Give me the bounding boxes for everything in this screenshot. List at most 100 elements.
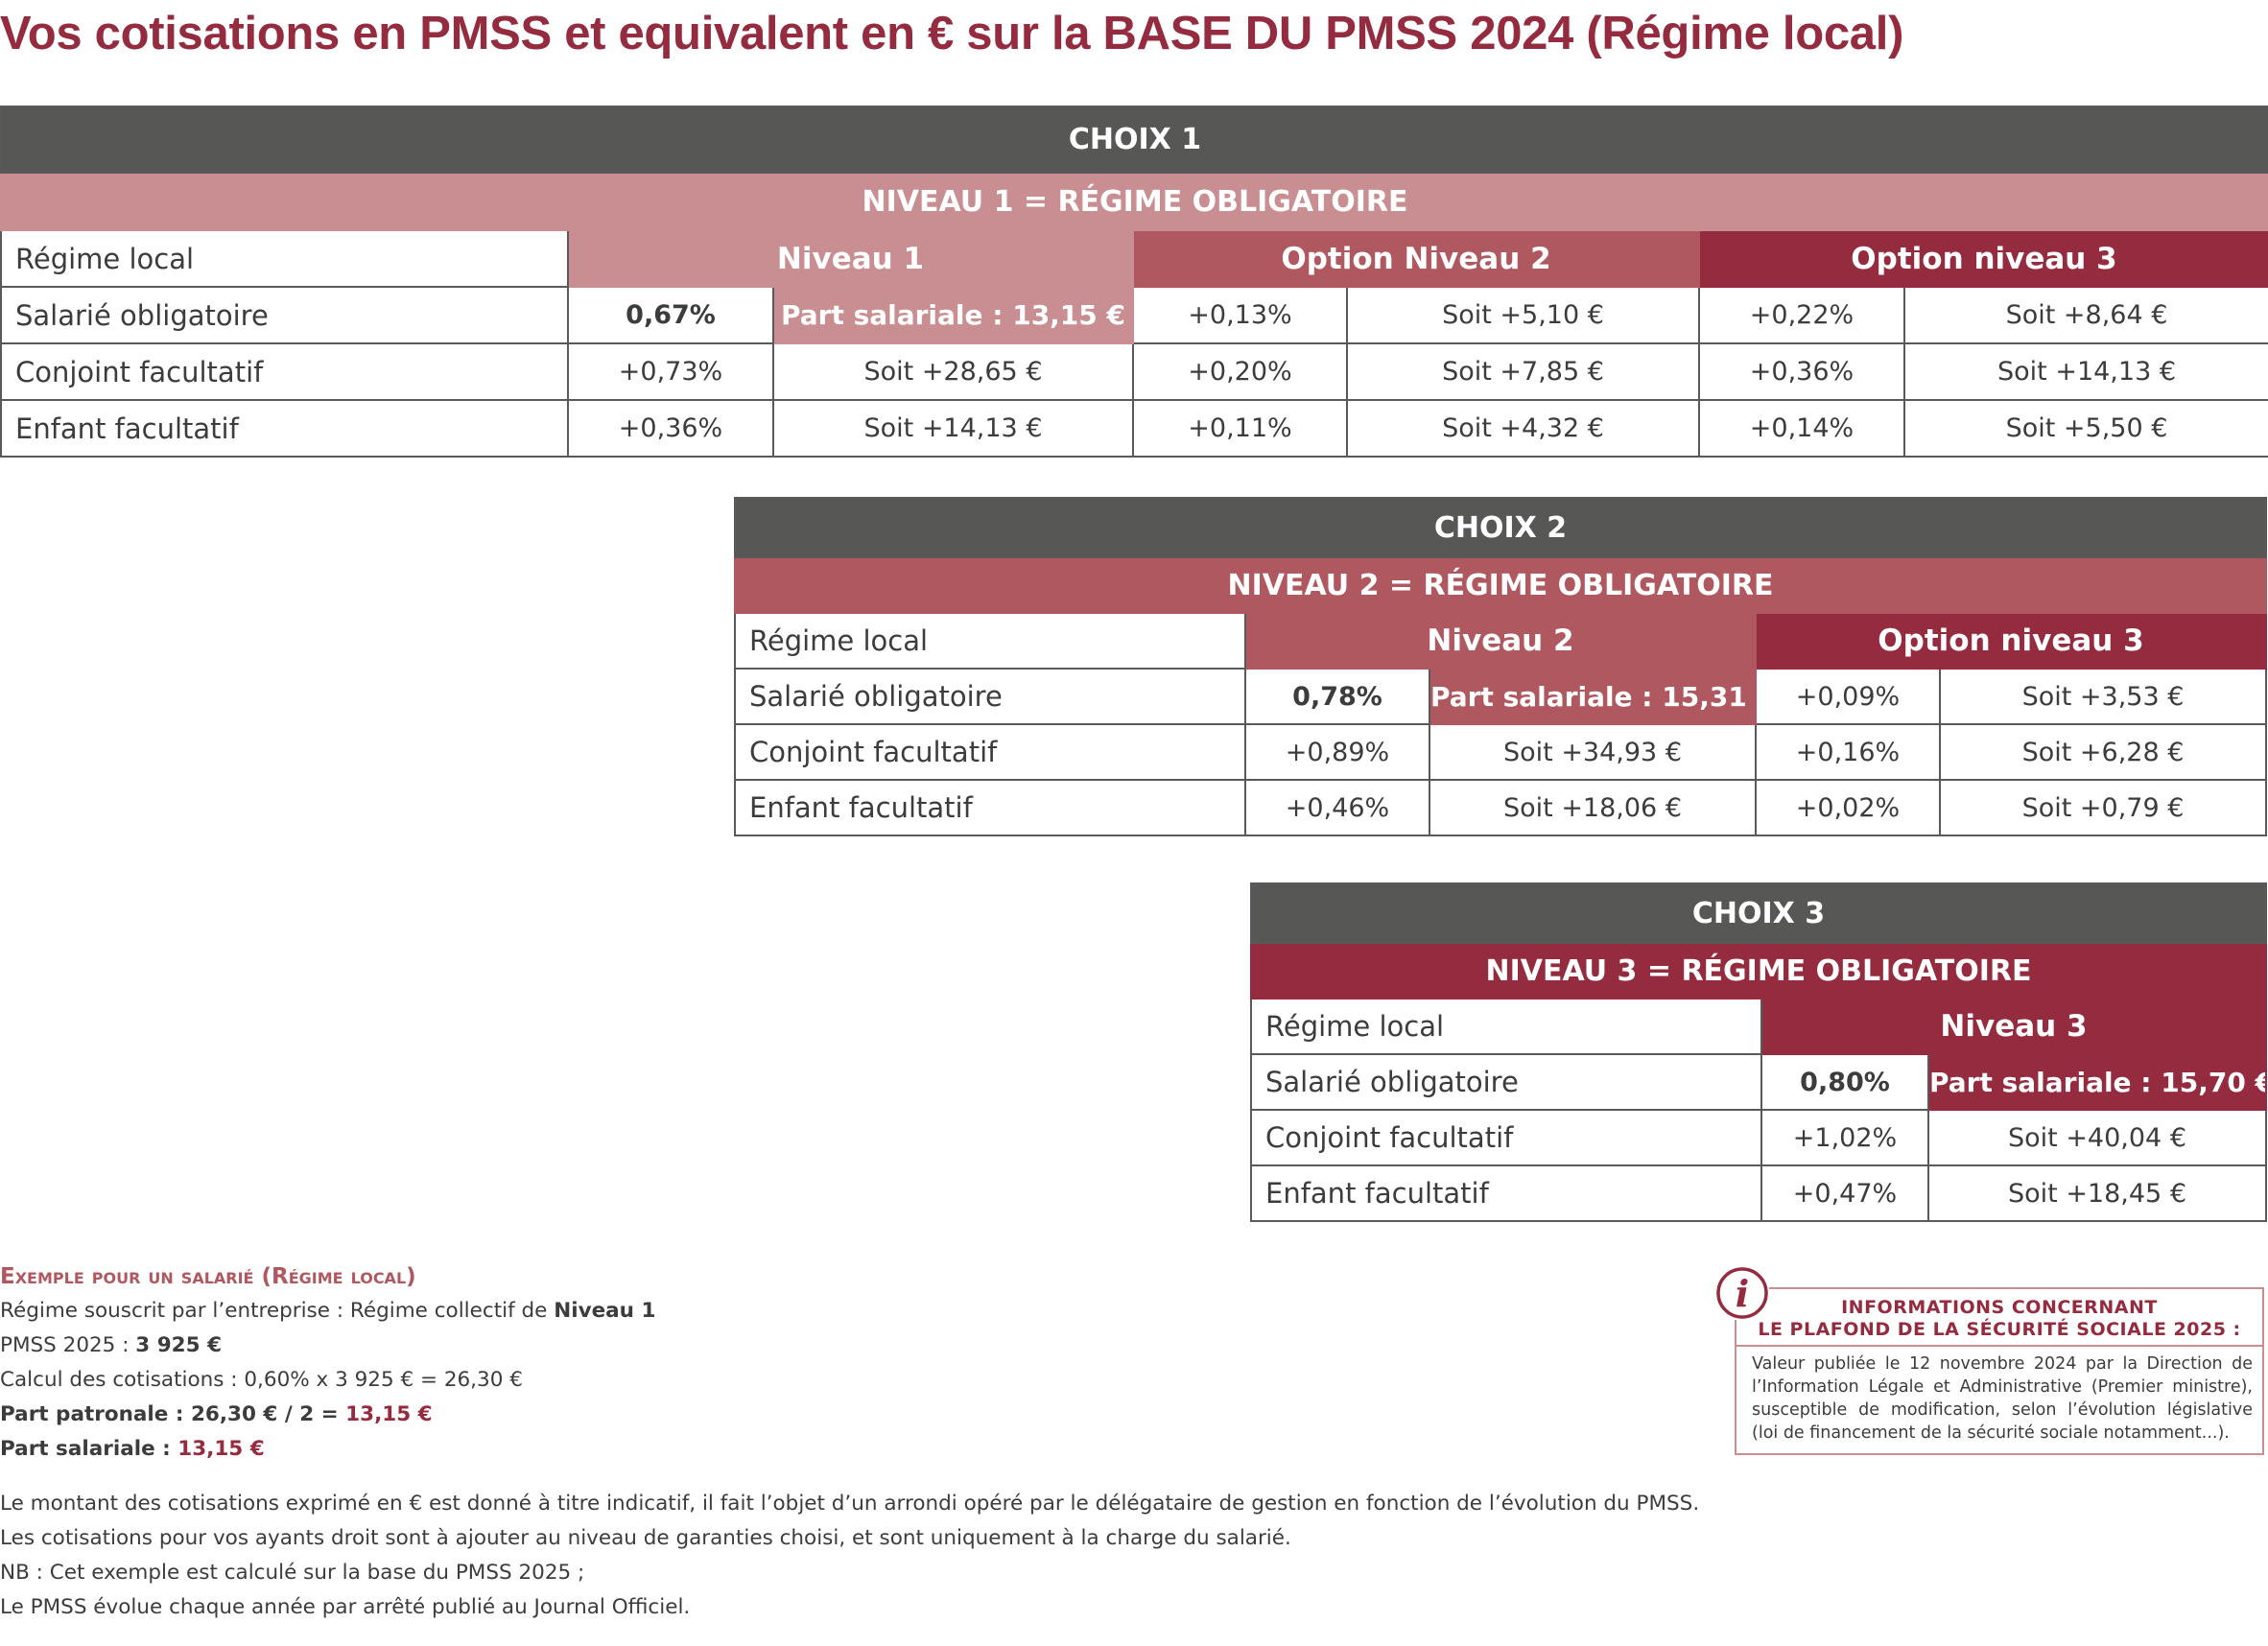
- info-icon-glyph: i: [1736, 1272, 1749, 1315]
- cell-value: +0,13%: [1132, 286, 1348, 344]
- choix1-col-option-niveau2: Option Niveau 2: [1132, 229, 1700, 288]
- cell-value: +0,11%: [1132, 399, 1348, 458]
- cell-value: +0,73%: [567, 342, 774, 401]
- example-bold: 3 925 €: [135, 1333, 223, 1357]
- cell-value: 0,67%: [567, 286, 774, 344]
- cell-value: Soit +18,45 €: [1927, 1164, 2267, 1222]
- example-bold: Part salariale :: [0, 1437, 178, 1461]
- row-label: Enfant facultatif: [1250, 1164, 1762, 1222]
- cell-value: +0,22%: [1698, 286, 1905, 344]
- row-label: Salarié obligatoire: [1250, 1053, 1762, 1111]
- example-line: Régime souscrit par l’entreprise : Régim…: [0, 1294, 1055, 1329]
- example-bold: Part patronale : 26,30 € / 2 =: [0, 1402, 346, 1426]
- choix2-regime-label: Régime local: [734, 612, 1246, 670]
- cell-value: +0,36%: [1698, 342, 1905, 401]
- example-text: Régime souscrit par l’entreprise : Régim…: [0, 1299, 555, 1323]
- part-salariale-cell: Part salariale : 15,70 €: [1927, 1053, 2267, 1111]
- table-row: Enfant facultatif +0,47% Soit +18,45 €: [1250, 1164, 2267, 1222]
- row-label: Salarié obligatoire: [734, 668, 1246, 725]
- example-line: Part patronale : 26,30 € / 2 = 13,15 €: [0, 1398, 1055, 1432]
- cell-value: Soit +6,28 €: [1938, 723, 2268, 781]
- cell-value: Soit +14,13 €: [1902, 342, 2268, 401]
- cell-value: +0,20%: [1132, 342, 1348, 401]
- cell-value: 0,80%: [1760, 1053, 1929, 1111]
- info-title-line: INFORMATIONS CONCERNANT: [1841, 1297, 2158, 1318]
- cell-value: Soit +0,79 €: [1938, 779, 2268, 836]
- table-row: Salarié obligatoire 0,78% Part salariale…: [734, 668, 2268, 725]
- example-accent: 13,15 €: [345, 1402, 433, 1426]
- choix3-header: CHOIX 3: [1250, 882, 2267, 944]
- choix2-band: NIVEAU 2 = RÉGIME OBLIGATOIRE: [733, 556, 2268, 614]
- cell-value: Soit +7,85 €: [1346, 342, 1700, 401]
- row-label: Salarié obligatoire: [0, 286, 569, 344]
- table-row: Enfant facultatif +0,36% Soit +14,13 € +…: [0, 399, 2268, 458]
- row-label: Conjoint facultatif: [734, 723, 1246, 781]
- part-salariale-cell: Part salariale : 15,31 €: [1429, 668, 1757, 725]
- row-label: Conjoint facultatif: [1250, 1109, 1762, 1166]
- cell-value: +0,16%: [1755, 723, 1941, 781]
- info-title: INFORMATIONS CONCERNANT LE PLAFOND DE LA…: [1746, 1297, 2253, 1341]
- example-bold: Niveau 1: [554, 1299, 656, 1323]
- table-row: Conjoint facultatif +1,02% Soit +40,04 €: [1250, 1109, 2267, 1166]
- cell-value: 0,78%: [1244, 668, 1430, 725]
- example-line: Part salariale : 13,15 €: [0, 1432, 1055, 1467]
- cell-value: Soit +34,93 €: [1429, 723, 1757, 781]
- cell-value: Soit +40,04 €: [1927, 1109, 2267, 1166]
- part-salariale-cell: Part salariale : 13,15 €: [772, 286, 1134, 344]
- example-heading: Exemple pour un salarié (Régime local): [0, 1264, 416, 1289]
- cell-value: Soit +5,50 €: [1902, 399, 2268, 458]
- cell-value: +0,02%: [1755, 779, 1941, 836]
- cell-value: Soit +3,53 €: [1938, 668, 2268, 725]
- choix1-table: CHOIX 1 NIVEAU 1 = RÉGIME OBLIGATOIRE Ré…: [0, 106, 2268, 458]
- table-row: Enfant facultatif +0,46% Soit +18,06 € +…: [734, 779, 2268, 836]
- info-title-line: LE PLAFOND DE LA SÉCURITÉ SOCIALE 2025 :: [1758, 1319, 2241, 1340]
- row-label: Enfant facultatif: [734, 779, 1246, 836]
- choix1-col-option-niveau3: Option niveau 3: [1697, 229, 2268, 288]
- info-divider: [1736, 1345, 2262, 1347]
- row-label: Conjoint facultatif: [0, 342, 569, 401]
- info-icon: i: [1715, 1266, 1769, 1320]
- table-row: Conjoint facultatif +0,73% Soit +28,65 €…: [0, 342, 2268, 401]
- info-text: Valeur publiée le 12 novembre 2024 par l…: [1752, 1354, 2253, 1443]
- example-text: PMSS 2025 :: [0, 1333, 136, 1357]
- cell-value: Soit +14,13 €: [772, 399, 1134, 458]
- cell-value: Soit +4,32 €: [1346, 399, 1700, 458]
- note-line: Le PMSS évolue chaque année par arrêté p…: [0, 1595, 691, 1619]
- choix2-col-niveau2: Niveau 2: [1244, 612, 1757, 670]
- cell-value: +0,09%: [1755, 668, 1941, 725]
- cell-value: Soit +18,06 €: [1429, 779, 1757, 836]
- cell-value: Soit +8,64 €: [1902, 286, 2268, 344]
- notes-section: Le montant des cotisations exprimé en € …: [0, 1487, 1919, 1625]
- note-line: Le montant des cotisations exprimé en € …: [0, 1492, 1700, 1516]
- choix3-band: NIVEAU 3 = RÉGIME OBLIGATOIRE: [1250, 942, 2267, 999]
- choix3-table: CHOIX 3 NIVEAU 3 = RÉGIME OBLIGATOIRE Ré…: [1250, 882, 2267, 1222]
- table-row: Conjoint facultatif +0,89% Soit +34,93 €…: [734, 723, 2268, 781]
- choix3-col-niveau3: Niveau 3: [1760, 998, 2267, 1055]
- cell-value: +0,47%: [1760, 1164, 1929, 1222]
- cell-value: +0,89%: [1244, 723, 1430, 781]
- choix2-header: CHOIX 2: [733, 497, 2268, 558]
- table-row: Salarié obligatoire 0,67% Part salariale…: [0, 286, 2268, 344]
- choix3-regime-label: Régime local: [1250, 998, 1762, 1055]
- cell-value: Soit +5,10 €: [1346, 286, 1700, 344]
- choix2-col-option-niveau3: Option niveau 3: [1754, 612, 2268, 670]
- cell-value: +0,14%: [1698, 399, 1905, 458]
- example-line: Calcul des cotisations : 0,60% x 3 925 €…: [0, 1368, 523, 1392]
- choix1-band: NIVEAU 1 = RÉGIME OBLIGATOIRE: [0, 172, 2268, 231]
- note-line: Les cotisations pour vos ayants droit so…: [0, 1526, 1291, 1550]
- example-accent: 13,15 €: [177, 1437, 265, 1461]
- info-box: i INFORMATIONS CONCERNANT LE PLAFOND DE …: [1715, 1266, 2264, 1455]
- cell-value: Soit +28,65 €: [772, 342, 1134, 401]
- cell-value: +1,02%: [1760, 1109, 1929, 1166]
- table-row: Salarié obligatoire 0,80% Part salariale…: [1250, 1053, 2267, 1111]
- page-title: Vos cotisations en PMSS et equivalent en…: [0, 8, 1904, 59]
- note-line: NB : Cet exemple est calculé sur la base…: [0, 1561, 585, 1585]
- choix2-table: CHOIX 2 NIVEAU 2 = RÉGIME OBLIGATOIRE Ré…: [733, 497, 2268, 836]
- cell-value: +0,46%: [1244, 779, 1430, 836]
- choix1-header: CHOIX 1: [0, 106, 2268, 174]
- choix1-col-niveau1: Niveau 1: [567, 229, 1134, 288]
- example-line: PMSS 2025 : 3 925 €: [0, 1329, 1055, 1363]
- cell-value: +0,36%: [567, 399, 774, 458]
- example-section: Exemple pour un salarié (Régime local) R…: [0, 1259, 1055, 1467]
- choix1-regime-label: Régime local: [0, 229, 569, 288]
